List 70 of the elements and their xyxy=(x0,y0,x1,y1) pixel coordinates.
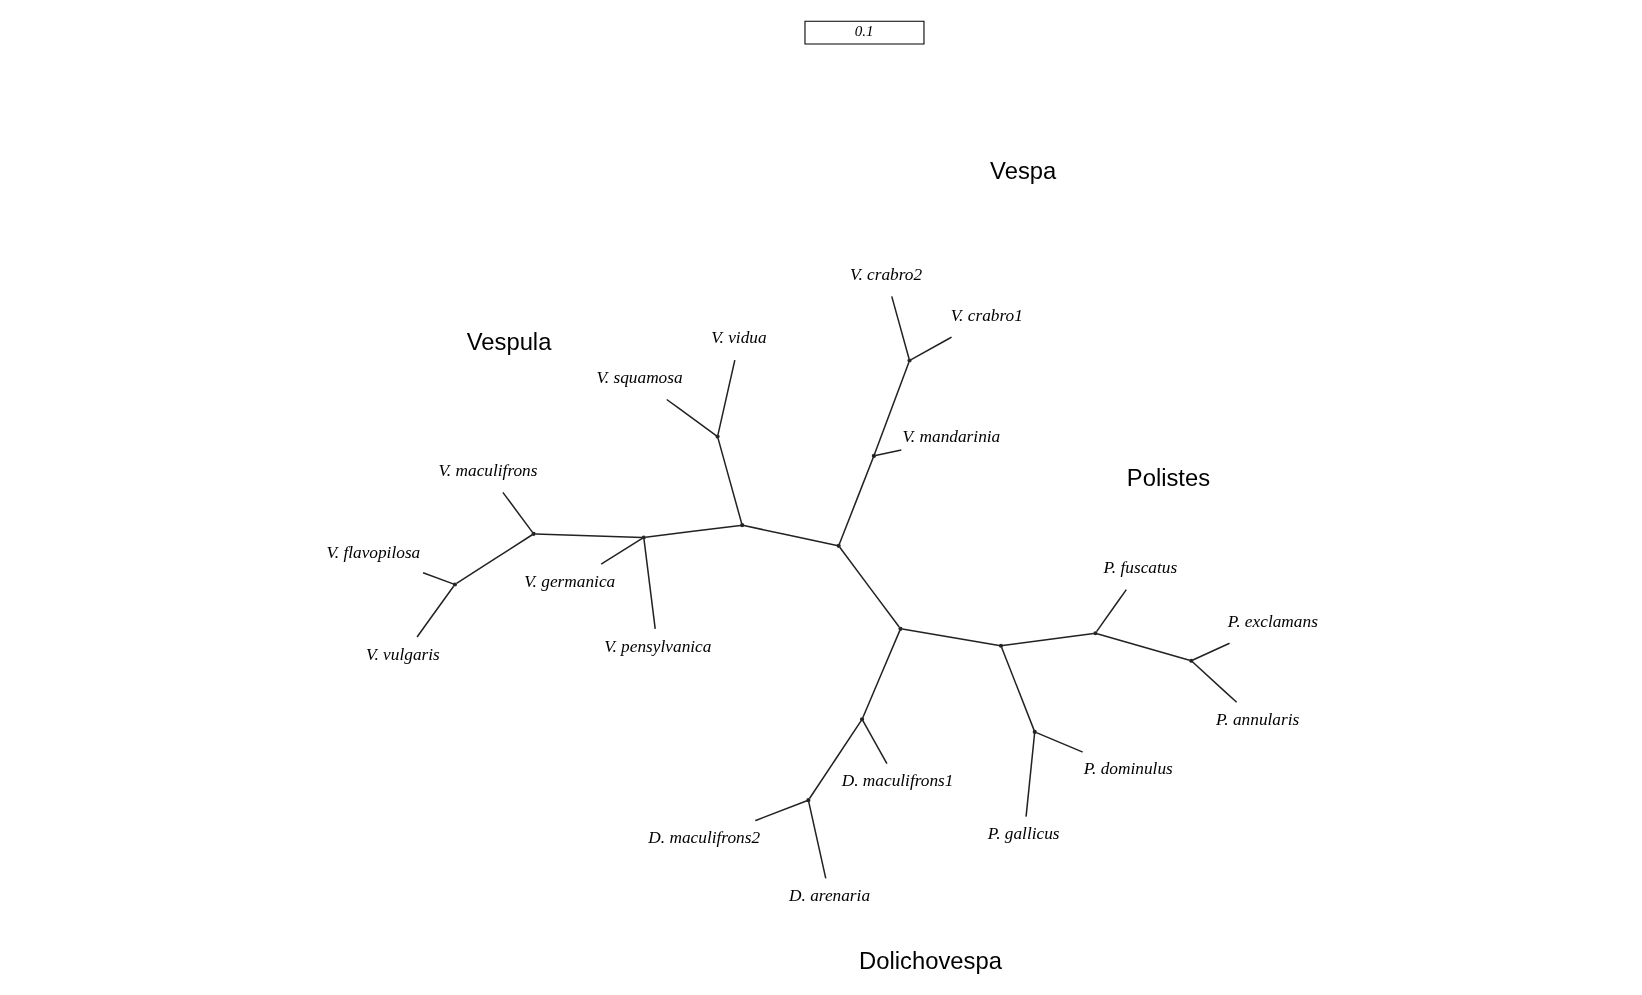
connector xyxy=(644,524,741,539)
connector xyxy=(421,571,454,585)
connector xyxy=(1095,632,1190,661)
node-text: V. pensylvanica xyxy=(603,636,711,656)
node-point xyxy=(1092,631,1098,636)
node-text: P. exclamans xyxy=(1227,611,1318,631)
connector xyxy=(455,534,533,585)
node-text: D. arenaria xyxy=(788,886,870,905)
connector xyxy=(1035,731,1083,753)
label: Vespula xyxy=(466,327,551,355)
connector xyxy=(807,801,826,880)
node-text: V. vulgaris xyxy=(365,644,440,664)
node-point xyxy=(906,358,912,363)
connector xyxy=(716,437,742,525)
connector xyxy=(861,629,901,719)
node-point xyxy=(998,643,1003,648)
node-text: V. crabro1 xyxy=(950,305,1023,325)
node-text: D. maculifrons1 xyxy=(841,771,954,791)
label: Polistes xyxy=(1126,463,1210,491)
connector xyxy=(1191,661,1237,704)
connector xyxy=(874,449,902,457)
label: 0.1 xyxy=(854,22,874,39)
node-text: V. mandarinia xyxy=(902,427,1000,447)
connector xyxy=(909,336,952,361)
connector xyxy=(716,359,736,436)
connector xyxy=(642,538,656,630)
connector xyxy=(873,361,910,456)
node-point xyxy=(859,717,864,722)
connector xyxy=(534,533,643,539)
node-text: V. vidua xyxy=(710,328,767,348)
connector xyxy=(599,537,643,565)
connector xyxy=(753,800,808,822)
node-text: V. flavopilosa xyxy=(325,542,420,562)
node-point xyxy=(1032,729,1037,734)
connector xyxy=(742,524,838,547)
connector xyxy=(838,456,874,546)
node-text: V. squamosa xyxy=(595,367,683,387)
connector xyxy=(890,295,910,360)
connector xyxy=(501,491,533,534)
connector xyxy=(665,398,717,437)
node-point xyxy=(897,626,903,631)
label: Dolichovespa xyxy=(858,946,1002,974)
connector xyxy=(415,585,454,638)
connector xyxy=(1095,588,1127,633)
node-text: P. gallicus xyxy=(987,824,1060,844)
node-point xyxy=(871,453,876,459)
connector xyxy=(861,720,888,765)
node-point xyxy=(805,798,810,803)
node-text: D. maculifrons2 xyxy=(647,828,760,848)
node-text: P. dominulus xyxy=(1083,759,1173,779)
node-text: P. fuscatus xyxy=(1103,557,1177,577)
node-text: P. annularis xyxy=(1215,709,1299,729)
connector xyxy=(1024,732,1035,818)
connector xyxy=(901,628,1000,647)
connector xyxy=(838,546,900,628)
connector xyxy=(808,719,862,800)
node-point xyxy=(452,582,457,587)
node-point xyxy=(836,543,841,548)
node-text: V. crabro2 xyxy=(849,264,922,284)
node-point xyxy=(739,523,744,528)
node-text: V. maculifrons xyxy=(438,460,538,480)
node-point xyxy=(531,531,536,536)
node-text: V. germanica xyxy=(523,571,615,591)
node-point xyxy=(1188,658,1193,663)
node-point xyxy=(641,535,646,540)
connector xyxy=(1191,642,1230,661)
connector xyxy=(1000,646,1035,732)
node-point xyxy=(714,434,720,439)
label: Vespa xyxy=(989,157,1056,185)
connector xyxy=(1001,632,1094,647)
